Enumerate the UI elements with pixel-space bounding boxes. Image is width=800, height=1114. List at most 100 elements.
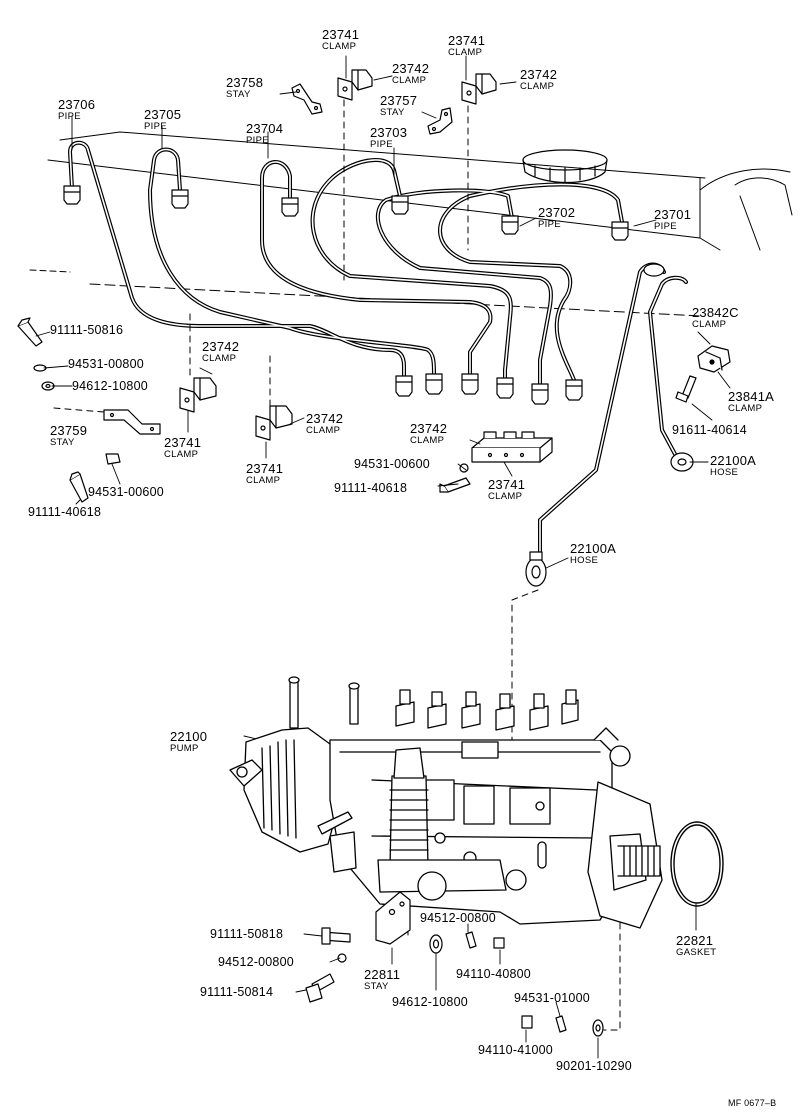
part-number: 23706 [58, 97, 96, 112]
callout-clamp-23741-e: 23741 CLAMP [488, 478, 525, 502]
callout-clamp-23741-a: 23741 CLAMP [322, 28, 359, 52]
callout-clamp-23742-d: 23742 CLAMP [306, 412, 343, 436]
part-number: 23758 [226, 75, 264, 90]
part-number-nut: 94110-41000 [478, 1043, 553, 1057]
part-name: CLAMP [448, 47, 483, 58]
clamp-23741-upper-2 [461, 73, 497, 105]
part-number: 23741 [322, 27, 360, 42]
gasket-22821 [670, 821, 724, 907]
part-number: 22811 [364, 967, 401, 982]
filler-cap [522, 149, 608, 184]
part-name: CLAMP [322, 41, 357, 52]
figure-reference-id: MF 0677–B [728, 1098, 777, 1108]
part-number: 23742 [306, 411, 344, 426]
clamp-23741-upper-1 [337, 69, 373, 101]
callout-pipe-23706: 23706 PIPE [58, 98, 95, 122]
part-number: 23705 [144, 107, 182, 122]
part-name: CLAMP [728, 403, 763, 414]
part-name: CLAMP [520, 81, 555, 92]
injection-pipes-inner [69, 141, 623, 385]
part-number: 22821 [676, 933, 714, 948]
part-number: 22100A [710, 453, 757, 468]
part-name: HOSE [710, 467, 739, 478]
right-bolt [675, 375, 697, 403]
callout-pump-22100: 22100 PUMP [170, 730, 207, 754]
callout-hose-22100a-center: 22100A HOSE [570, 542, 616, 566]
part-number-washer: 94531-00600 [88, 485, 164, 499]
part-name: PIPE [58, 111, 81, 122]
part-number-bolt: 91111-50818 [210, 927, 284, 941]
part-name: GASKET [676, 947, 717, 958]
part-name: CLAMP [246, 475, 281, 486]
callout-clamp-23741-b: 23741 CLAMP [448, 34, 485, 58]
part-number: 22100 [170, 729, 208, 744]
callout-clamp-23841a: 23841A CLAMP [728, 390, 774, 414]
part-number: 23759 [50, 423, 88, 438]
part-number: 23742 [410, 421, 448, 436]
part-name: CLAMP [488, 491, 523, 502]
part-number: 23703 [370, 125, 408, 140]
part-name: STAY [50, 437, 75, 448]
part-number-bolt: 91611-40614 [672, 423, 747, 437]
callout-pipe-23705: 23705 PIPE [144, 108, 181, 132]
part-name: PIPE [246, 135, 269, 146]
part-number: 23701 [654, 207, 692, 222]
part-name: PIPE [654, 221, 677, 232]
part-name: PUMP [170, 743, 199, 754]
part-number: 23704 [246, 121, 284, 136]
part-number-bolt: 91111-40618 [28, 505, 102, 519]
callout-clamp-23741-d: 23741 CLAMP [246, 462, 283, 486]
part-number-bolt: 91111-40618 [334, 481, 408, 495]
callout-clamp-23842c: 23842C CLAMP [692, 306, 739, 330]
part-number-washer: 94531-01000 [514, 991, 590, 1005]
pipe-nuts-lower [395, 373, 583, 405]
pipe-nuts-upper [63, 185, 629, 241]
stay-23759 [103, 409, 161, 435]
part-name: CLAMP [410, 435, 445, 446]
center-hardware [439, 463, 471, 493]
callout-pipe-23703: 23703 PIPE [370, 126, 407, 150]
left-hardware [17, 317, 121, 503]
part-name: STAY [364, 981, 389, 992]
part-number: 22100A [570, 541, 617, 556]
callout-pipe-23701: 23701 PIPE [654, 208, 691, 232]
part-number: 23757 [380, 93, 418, 108]
stay-22811 [375, 891, 411, 945]
callout-gasket-22821: 22821 GASKET [676, 934, 716, 958]
part-number-washer: 94512-00800 [420, 911, 496, 925]
part-number: 23742 [392, 61, 430, 76]
part-number: 23702 [538, 205, 576, 220]
part-number-washer: 94612-10800 [72, 379, 148, 393]
part-name: PIPE [538, 219, 561, 230]
callout-clamp-23742-e: 23742 CLAMP [410, 422, 447, 446]
part-name: PIPE [144, 121, 167, 132]
callout-leaders [35, 55, 731, 931]
callout-clamp-23742-a: 23742 CLAMP [392, 62, 429, 86]
clamp-23842c-right [697, 345, 731, 373]
stay-23758 [291, 83, 323, 115]
callout-clamp-23741-c: 23741 CLAMP [164, 436, 201, 460]
part-number-nut: 94110-40800 [456, 967, 531, 981]
callout-clamp-23742-b: 23742 CLAMP [520, 68, 557, 92]
part-number-bolt: 91111-50816 [50, 323, 124, 337]
callout-pipe-23702: 23702 PIPE [538, 206, 575, 230]
part-number: 23741 [164, 435, 202, 450]
part-name: STAY [226, 89, 251, 100]
clamp-23741-left [179, 377, 217, 413]
part-number-bolt: 91111-50814 [200, 985, 274, 999]
callout-stay-23757: 23757 STAY [380, 94, 417, 118]
callout-pipe-23704: 23704 PIPE [246, 122, 283, 146]
part-name: CLAMP [692, 319, 727, 330]
part-number: 23741 [488, 477, 526, 492]
part-name: CLAMP [202, 353, 237, 364]
part-number: 23841A [728, 389, 775, 404]
part-number-washer: 94531-00600 [354, 457, 430, 471]
callout-stay-22811: 22811 STAY [364, 968, 400, 992]
clamp-23741-mid [255, 405, 293, 441]
part-name: CLAMP [306, 425, 341, 436]
callout-stay-23758: 23758 STAY [226, 76, 263, 100]
part-number-washer: 94612-10800 [392, 995, 468, 1009]
bottom-hardware [305, 927, 604, 1037]
part-number: 23741 [246, 461, 284, 476]
